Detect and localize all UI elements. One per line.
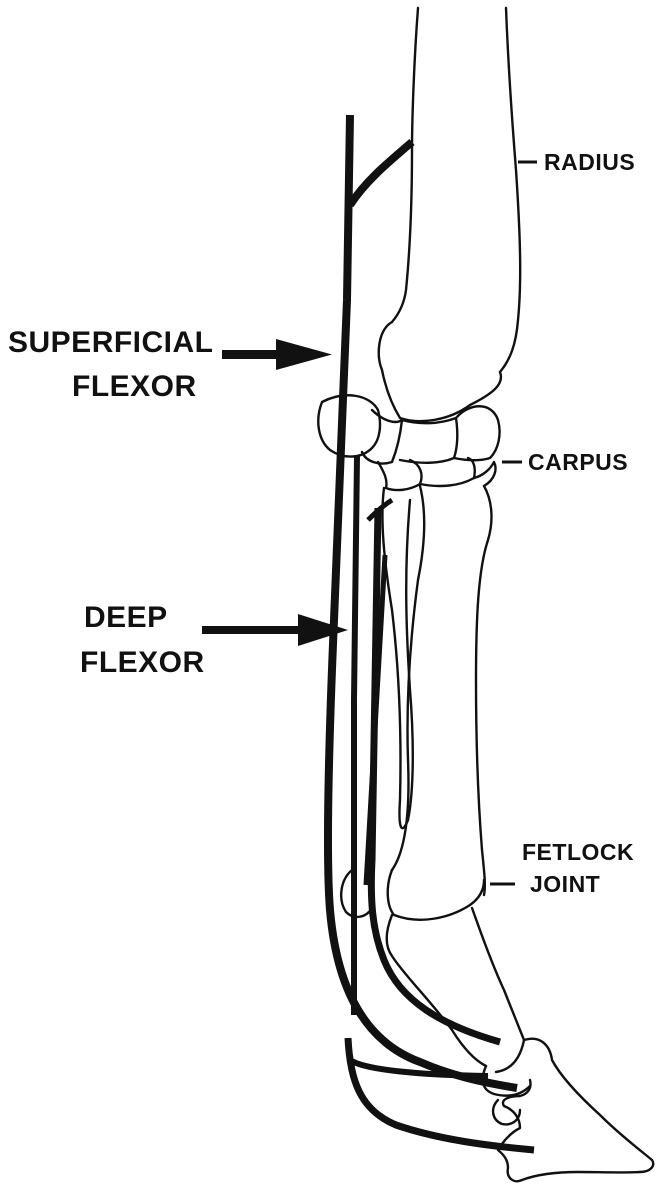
- radius-bone-back-edge: [500, 8, 520, 372]
- superficial-flexor-arrow: [222, 339, 332, 370]
- navicular-bone: [493, 1100, 520, 1124]
- long-pastern-front: [472, 908, 524, 1072]
- fetlock-label-group: FETLOCK JOINT: [490, 839, 634, 897]
- superficial-flexor-check-ligament: [350, 142, 412, 205]
- fetlock-joint-outline: [388, 870, 484, 920]
- deep-flexor-arrow: [202, 614, 348, 646]
- deep-flexor-label-line2: FLEXOR: [80, 646, 205, 679]
- deep-flexor-main-line: [354, 456, 357, 1015]
- deep-flexor-lower-branch: [348, 1038, 534, 1150]
- accessory-carpal-bone: [318, 395, 380, 456]
- superficial-flexor-label-line1: SUPERFICIAL: [8, 326, 214, 359]
- carpal-bone-intermediate: [400, 418, 457, 463]
- cannon-bone: [382, 486, 491, 895]
- deep-flexor-label-line1: DEEP: [84, 601, 168, 634]
- superficial-flexor-label-line2: FLEXOR: [72, 370, 197, 403]
- deep-flexor-label-group: DEEP FLEXOR: [80, 601, 348, 679]
- radius-bone-front-edge: [392, 8, 418, 322]
- deep-flexor-tendon: [348, 456, 534, 1150]
- carpal-bone-proximal: [362, 410, 402, 464]
- deep-flexor-inner-line: [371, 508, 500, 1042]
- fetlock-label-line2: JOINT: [530, 871, 600, 897]
- carpus-label-group: CARPUS: [502, 449, 628, 475]
- radius-bone: [392, 8, 520, 372]
- carpal-bone-distal-3: [474, 462, 496, 486]
- carpus-label: CARPUS: [528, 449, 628, 475]
- cannon-bone-front-edge: [476, 486, 491, 895]
- fetlock-label-line1: FETLOCK: [522, 839, 634, 865]
- coffin-bone-outline: [498, 1039, 653, 1182]
- radius-label: RADIUS: [544, 149, 635, 175]
- radius-label-group: RADIUS: [518, 149, 635, 175]
- superficial-flexor-label-group: SUPERFICIAL FLEXOR: [8, 326, 332, 403]
- carpal-bone-ulnar: [454, 406, 500, 460]
